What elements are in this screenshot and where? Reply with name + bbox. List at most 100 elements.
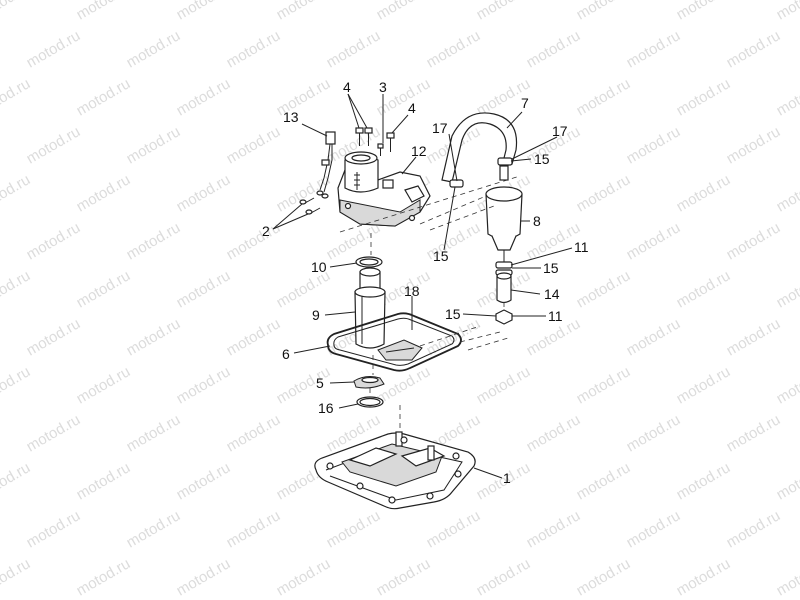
watermark-text: motod.ru xyxy=(624,507,684,551)
bolts xyxy=(355,127,395,156)
watermark-text: motod.ru xyxy=(174,363,234,407)
watermark-text: motod.ru xyxy=(124,27,184,71)
watermark-text: motod.ru xyxy=(374,0,434,23)
watermark-text: motod.ru xyxy=(774,171,800,215)
fuel-filter xyxy=(485,165,523,262)
label-14: 14 xyxy=(544,286,560,302)
watermark-text: motod.ru xyxy=(224,315,284,359)
watermark-text: motod.ru xyxy=(524,27,584,71)
watermark-text: motod.ru xyxy=(74,171,134,215)
gasket xyxy=(326,312,462,372)
label-9: 9 xyxy=(312,307,320,323)
watermark-text: motod.ru xyxy=(774,267,800,311)
watermark-text: motod.ru xyxy=(274,555,334,599)
watermark-text: motod.ru xyxy=(124,219,184,263)
watermark-text: motod.ru xyxy=(24,411,84,455)
watermark-text: motod.ru xyxy=(74,459,134,503)
watermark-text: motod.ru xyxy=(0,555,33,599)
label-2: 2 xyxy=(262,223,270,239)
watermark-text: motod.ru xyxy=(474,363,534,407)
watermark-text: motod.ru xyxy=(724,507,784,551)
watermark-text: motod.ru xyxy=(324,27,384,71)
label-13: 13 xyxy=(283,109,299,125)
watermark-text: motod.ru xyxy=(174,555,234,599)
sensor-connector xyxy=(316,131,336,199)
label-15d: 15 xyxy=(445,306,461,322)
label-16: 16 xyxy=(318,400,334,416)
watermark-text: motod.ru xyxy=(174,459,234,503)
watermark-text: motod.ru xyxy=(624,27,684,71)
o-ring xyxy=(355,256,383,268)
watermark-text: motod.ru xyxy=(224,27,284,71)
watermark-text: motod.ru xyxy=(624,315,684,359)
watermark-text: motod.ru xyxy=(524,507,584,551)
watermark-text: motod.ru xyxy=(124,123,184,167)
label-11b: 11 xyxy=(548,308,563,324)
watermark-text: motod.ru xyxy=(574,459,634,503)
watermark-text: motod.ru xyxy=(124,507,184,551)
watermark-text: motod.ru xyxy=(174,0,234,23)
watermark-text: motod.ru xyxy=(574,267,634,311)
watermark-text: motod.ru xyxy=(774,363,800,407)
watermark-text: motod.ru xyxy=(224,123,284,167)
small-screws xyxy=(299,197,321,215)
watermark-text: motod.ru xyxy=(774,459,800,503)
watermark-text: motod.ru xyxy=(724,27,784,71)
watermark-text: motod.ru xyxy=(124,411,184,455)
watermark-text: motod.ru xyxy=(74,75,134,119)
watermark-text: motod.ru xyxy=(574,0,634,23)
label-8: 8 xyxy=(533,213,541,229)
watermark-text: motod.ru xyxy=(0,363,33,407)
label-15c: 15 xyxy=(543,260,559,276)
watermark-text: motod.ru xyxy=(224,507,284,551)
watermark-text: motod.ru xyxy=(774,555,800,599)
watermark-text: motod.ru xyxy=(724,315,784,359)
bracket xyxy=(353,376,385,389)
watermark-text: motod.ru xyxy=(74,0,134,23)
label-3: 3 xyxy=(379,79,387,95)
label-15a: 15 xyxy=(433,248,449,264)
watermark-text: motod.ru xyxy=(474,0,534,23)
watermark-text: motod.ru xyxy=(0,459,33,503)
watermark-text: motod.ru xyxy=(24,507,84,551)
watermark-text: motod.ru xyxy=(24,123,84,167)
watermark-text: motod.ru xyxy=(724,123,784,167)
label-5: 5 xyxy=(316,375,324,391)
watermark-text: motod.ru xyxy=(574,363,634,407)
watermark-text: motod.ru xyxy=(724,411,784,455)
watermark-text: motod.ru xyxy=(224,411,284,455)
watermark-text: motod.ru xyxy=(674,75,734,119)
watermark-text: motod.ru xyxy=(774,75,800,119)
watermark-text: motod.ru xyxy=(224,219,284,263)
watermark-text: motod.ru xyxy=(24,219,84,263)
watermark-text: motod.ru xyxy=(524,411,584,455)
label-4b: 4 xyxy=(408,100,416,116)
watermark-text: motod.ru xyxy=(24,27,84,71)
label-7: 7 xyxy=(521,95,529,111)
retaining-ring xyxy=(356,396,384,408)
label-18: 18 xyxy=(404,283,420,299)
watermark-text: motod.ru xyxy=(574,555,634,599)
label-17a: 17 xyxy=(432,120,448,136)
leader-lines xyxy=(272,93,573,479)
label-12: 12 xyxy=(411,143,427,159)
watermark-text: motod.ru xyxy=(674,267,734,311)
watermark-text: motod.ru xyxy=(374,555,434,599)
assembly-lines xyxy=(339,175,521,432)
label-6: 6 xyxy=(282,346,290,362)
watermark-text: motod.ru xyxy=(174,171,234,215)
watermark-text: motod.ru xyxy=(124,315,184,359)
watermark-text: motod.ru xyxy=(324,507,384,551)
watermark-text: motod.ru xyxy=(174,267,234,311)
label-17b: 17 xyxy=(552,123,568,139)
label-4a: 4 xyxy=(343,79,351,95)
fittings xyxy=(495,261,513,325)
watermark-text: motod.ru xyxy=(424,27,484,71)
watermark-text: motod.ru xyxy=(74,555,134,599)
flange-base xyxy=(314,431,476,510)
watermark-text: motod.ru xyxy=(274,0,334,23)
watermark-text: motod.ru xyxy=(624,219,684,263)
watermark-text: motod.ru xyxy=(774,0,800,23)
